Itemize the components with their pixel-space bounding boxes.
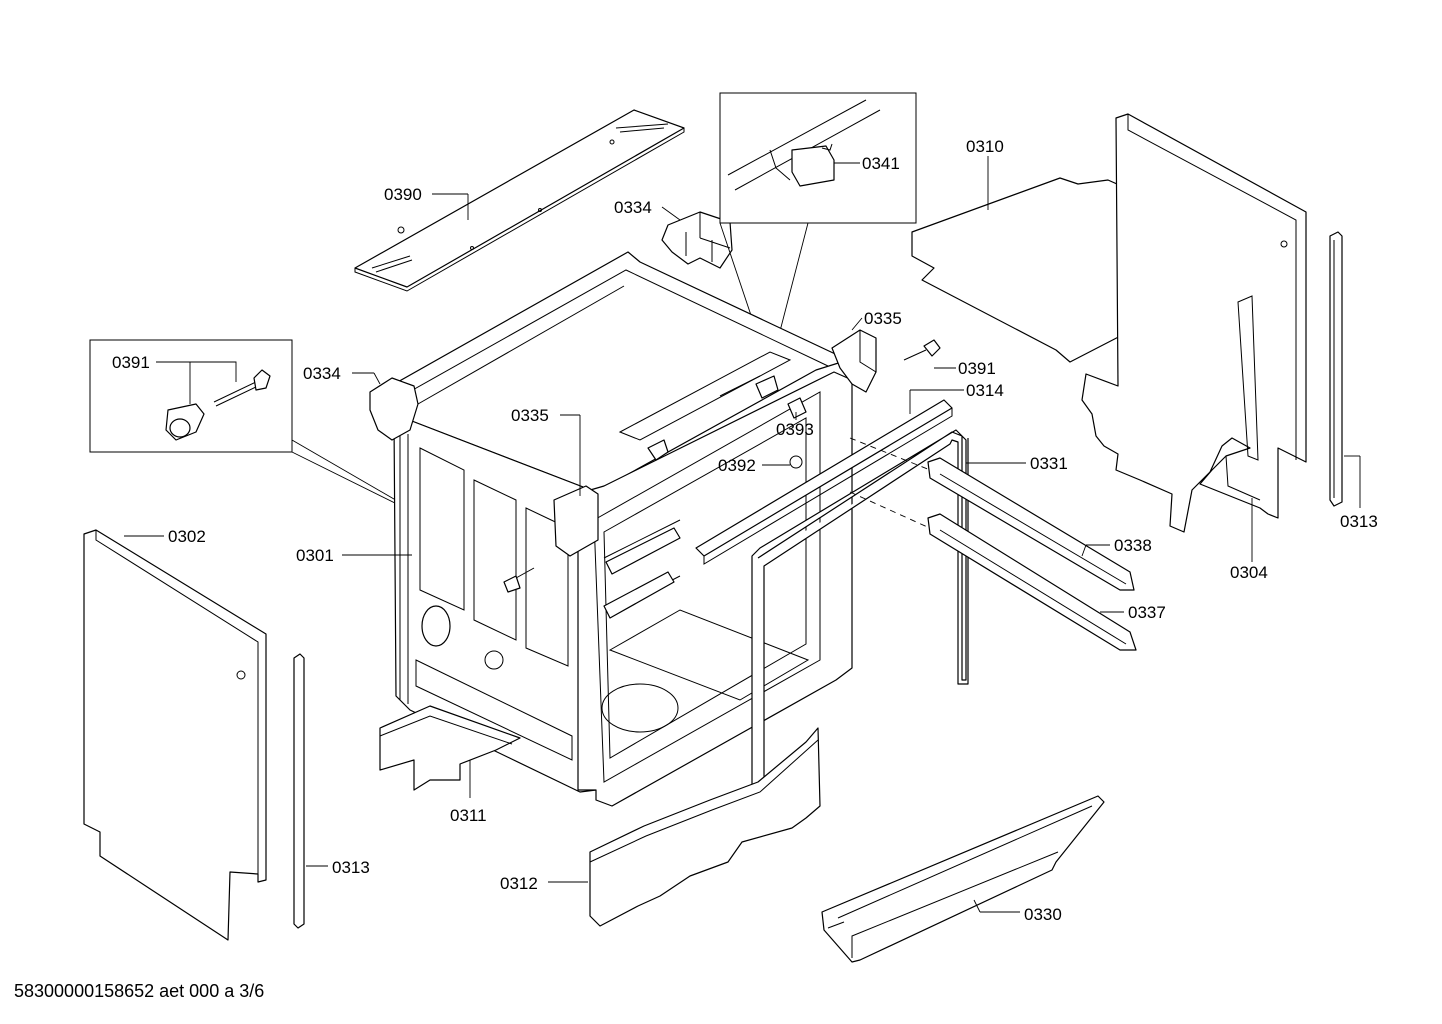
part-0301-main-tub [369,251,853,807]
callout-0302: 0302 [168,527,206,546]
callout-0331: 0331 [1030,454,1068,473]
part-0334-clip-upper [661,211,733,269]
callout-0393: 0393 [776,420,814,439]
callout-labels: 0390 0334 0341 0310 0391 0334 0335 0335 … [112,137,1378,924]
detail-box-0391 [89,339,293,453]
part-0304-side-panel [1081,113,1307,533]
part-0313-trim-right [1329,231,1343,507]
part-0391-screw-right [903,339,941,361]
part-0314-rail [695,399,953,565]
callout-0334-upper: 0334 [614,198,652,217]
callout-0335-front: 0335 [511,406,549,425]
part-0313-trim-left [293,653,305,929]
callout-0391-detail: 0391 [112,353,150,372]
leader-lines [124,156,1361,913]
part-0335-bracket-right [831,329,877,393]
detail-box-0341 [719,92,917,224]
callout-0301: 0301 [296,546,334,565]
part-0337-slide-rail [927,513,1137,651]
callout-0334-left: 0334 [303,364,341,383]
part-0338-slide-rail [927,457,1135,591]
callout-0390: 0390 [384,185,422,204]
callout-0304: 0304 [1230,563,1268,582]
callout-0312: 0312 [500,874,538,893]
callout-0314: 0314 [966,381,1004,400]
callout-0391-right: 0391 [958,359,996,378]
callout-0337: 0337 [1128,603,1166,622]
callout-0335-right: 0335 [864,309,902,328]
part-0330-trough [821,795,1105,963]
callout-0341: 0341 [862,154,900,173]
callout-0330: 0330 [1024,905,1062,924]
callout-0313-right: 0313 [1340,512,1378,531]
callout-0311: 0311 [450,806,487,825]
part-0302-side-panel [83,529,267,941]
callout-0338: 0338 [1114,536,1152,555]
part-0312-kick-panel [589,727,821,927]
part-0390-top-plate [354,109,685,292]
callout-0313-left: 0313 [332,858,370,877]
part-0311-base-block [379,705,521,791]
drawing-id-footer: 58300000158652 aet 000 a 3/6 [14,981,265,1001]
callout-0392: 0392 [718,456,756,475]
callout-0310: 0310 [966,137,1004,156]
